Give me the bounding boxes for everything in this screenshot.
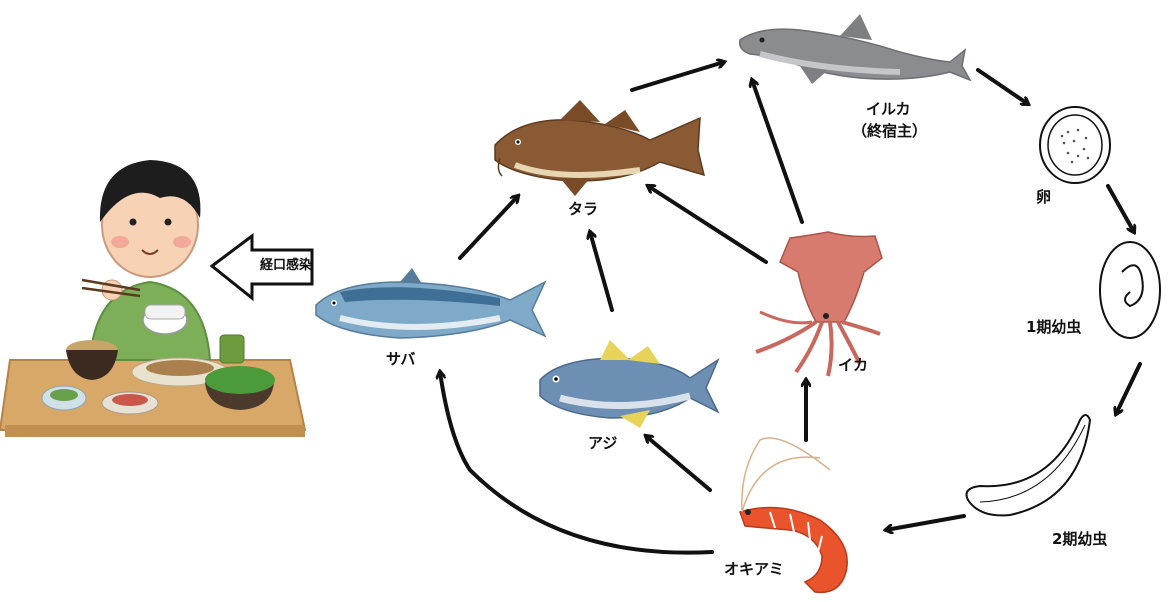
cod-illustration	[495, 100, 704, 196]
arrow-larva2-to-krill	[886, 516, 964, 530]
larva2-illustration	[967, 415, 1091, 515]
dolphin-illustration	[740, 14, 970, 84]
horse-mackerel-label: アジ	[588, 434, 617, 453]
arrow-horse-mackerel-to-cod	[590, 232, 612, 310]
arrow-larva1-to-larva2	[1116, 364, 1140, 414]
larva1-label: 1期幼虫	[1026, 318, 1081, 337]
mackerel-illustration	[316, 268, 545, 338]
horse-mackerel-illustration	[540, 340, 718, 428]
egg-illustration	[1040, 107, 1110, 183]
arrow-cod-to-dolphin	[632, 62, 724, 90]
squid-illustration	[756, 232, 882, 376]
arrow-squid-to-cod	[648, 186, 766, 262]
arrow-dolphin-to-egg	[978, 70, 1028, 104]
cod-label: タラ	[568, 200, 598, 219]
squid-label: イカ	[838, 356, 868, 375]
egg-label: 卵	[1036, 188, 1051, 207]
arrow-krill-to-horse-mackerel	[646, 436, 710, 490]
mackerel-label: サバ	[386, 350, 415, 369]
arrow-egg-to-larva1	[1108, 186, 1134, 232]
dolphin-label: イルカ	[866, 100, 911, 119]
krill-label: オキアミ	[724, 560, 784, 579]
larva1-illustration	[1100, 242, 1160, 338]
arrow-mackerel-to-cod	[460, 196, 518, 258]
larva2-label: 2期幼虫	[1052, 530, 1107, 549]
person-eating-illustration	[0, 160, 305, 437]
infection-label: 経口感染	[260, 258, 312, 274]
definitive-host-label: （終宿主）	[852, 122, 927, 141]
arrow-squid-to-dolphin	[752, 80, 802, 222]
